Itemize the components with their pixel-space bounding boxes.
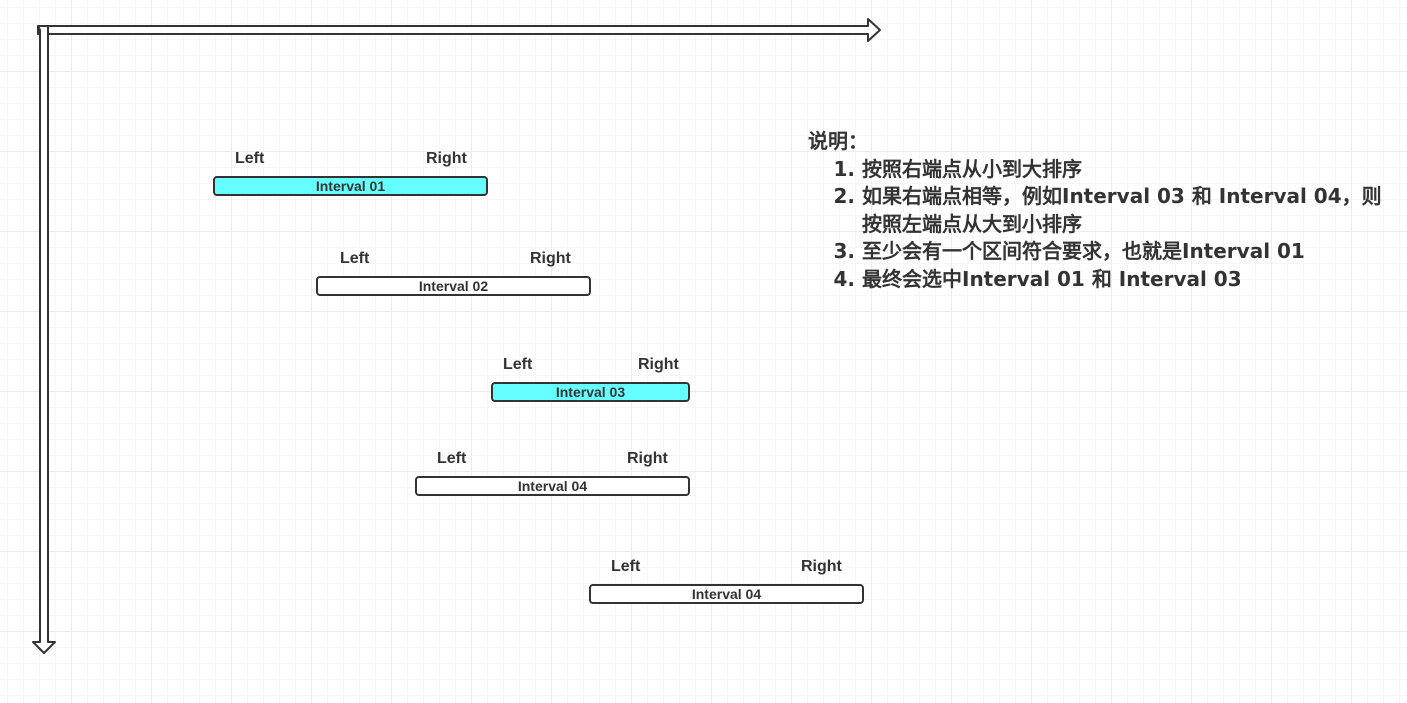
interval-bar: Interval 04 — [589, 584, 864, 604]
right-label: Right — [801, 558, 842, 575]
right-label: Right — [627, 450, 668, 467]
notes-title: 说明： — [808, 129, 868, 153]
note-item: 如果右端点相等，例如Interval 03 和 Interval 04，则按照左… — [862, 183, 1388, 238]
note-item: 按照右端点从小到大排序 — [862, 156, 1388, 184]
left-label: Left — [340, 250, 370, 267]
left-label: Left — [611, 558, 641, 575]
right-label: Right — [426, 150, 467, 167]
y-axis-arrow — [32, 25, 56, 654]
left-label: Left — [235, 150, 265, 167]
right-label: Right — [530, 250, 571, 267]
note-item: 至少会有一个区间符合要求，也就是Interval 01 — [862, 238, 1388, 266]
interval-bar: Interval 04 — [415, 476, 690, 496]
interval-bar: Interval 01 — [213, 176, 488, 196]
interval-bar: Interval 02 — [316, 276, 591, 296]
note-item: 最终会选中Interval 01 和 Interval 03 — [862, 266, 1388, 294]
notes-box: 说明： 按照右端点从小到大排序 如果右端点相等，例如Interval 03 和 … — [808, 128, 1388, 293]
left-label: Left — [437, 450, 467, 467]
x-axis-arrow — [37, 18, 881, 42]
notes-list: 按照右端点从小到大排序 如果右端点相等，例如Interval 03 和 Inte… — [808, 156, 1388, 294]
interval-bar: Interval 03 — [491, 382, 690, 402]
right-label: Right — [638, 356, 679, 373]
left-label: Left — [503, 356, 533, 373]
